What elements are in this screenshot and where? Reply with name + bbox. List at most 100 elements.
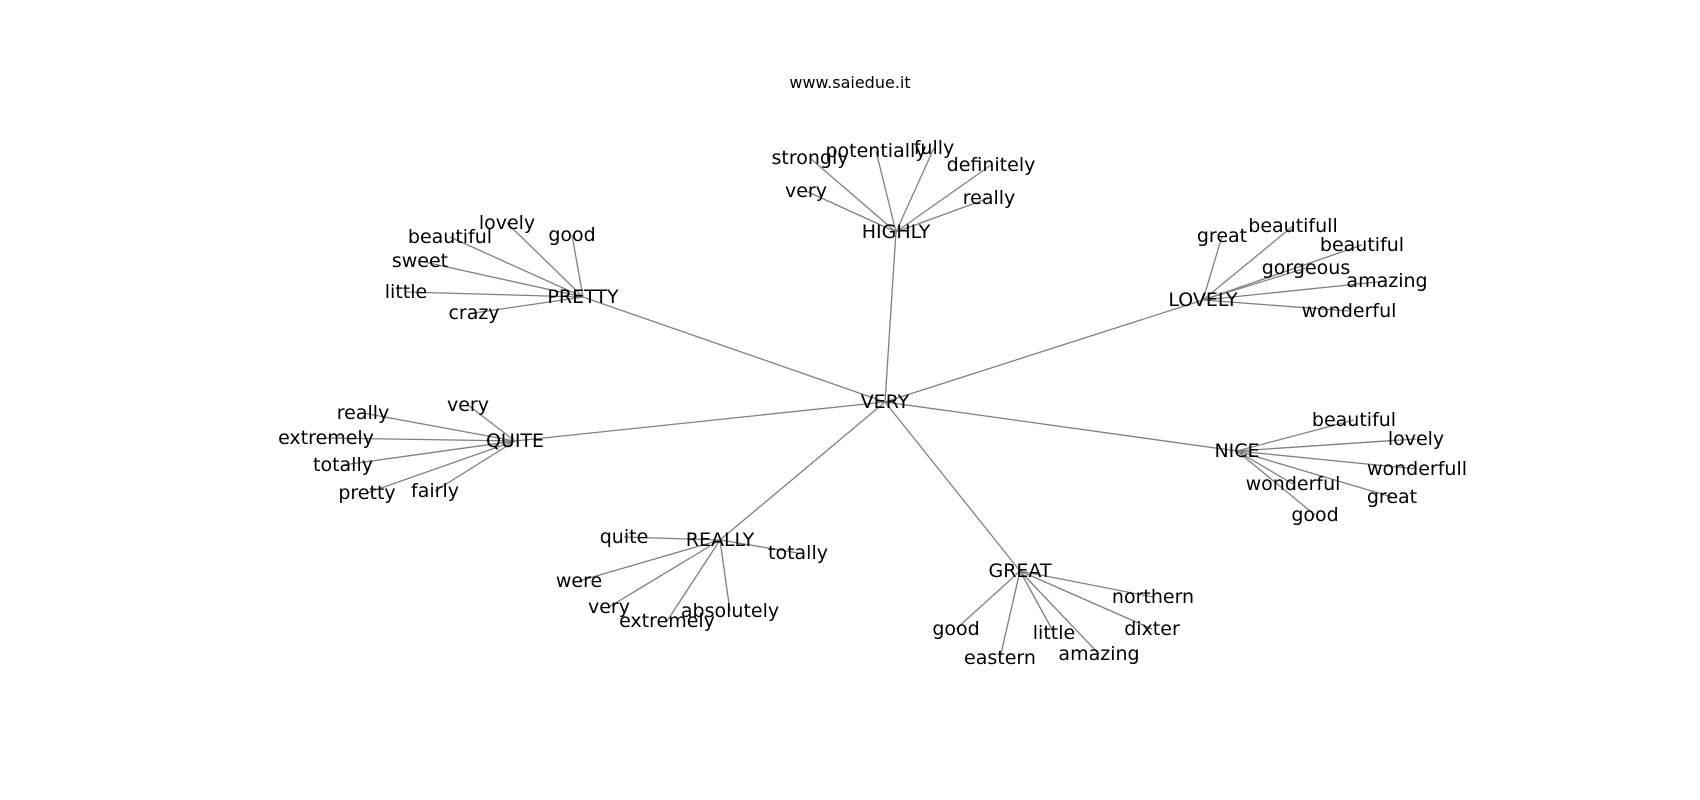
edge-quite-extremely [325, 437, 516, 442]
leaf-node-label: good [1291, 504, 1338, 526]
edge-very-pretty [582, 296, 886, 403]
leaf-node-label: sweet [392, 250, 448, 272]
leaf-node-label: really [337, 402, 390, 424]
edge-lovely-beautifull [1202, 225, 1294, 301]
leaf-node-label: quite [600, 526, 649, 548]
edge-great-good [955, 570, 1021, 630]
center-node-label: VERY [861, 391, 910, 413]
edge-pretty-sweet [419, 260, 584, 298]
edge-highly-really [895, 197, 990, 233]
edge-pretty-beautiful [449, 236, 584, 298]
edge-lovely-wonderful [1202, 299, 1350, 312]
hub-node-label-quite: QUITE [486, 430, 544, 452]
edge-nice-wonderfull [1236, 450, 1418, 470]
edge-quite-really [362, 412, 516, 442]
edge-pretty-lovely [506, 222, 584, 298]
leaf-node-label: dixter [1124, 618, 1180, 640]
edge-great-amazing [1019, 570, 1100, 655]
leaf-node-label: definitely [947, 154, 1036, 176]
edge-really-absolutely [719, 539, 731, 612]
edge-really-totally [719, 539, 799, 554]
leaf-node-label: little [385, 281, 427, 303]
leaf-node-label: great [1367, 486, 1417, 508]
leaf-node-label: absolutely [681, 600, 779, 622]
leaf-node-label: pretty [338, 482, 395, 504]
leaf-node-label: strongly [772, 147, 849, 169]
leaf-node-label: beautiful [1312, 409, 1396, 431]
leaf-node-label: great [1197, 225, 1247, 247]
edge-really-were [578, 539, 721, 582]
edge-pretty-good [571, 234, 584, 298]
hub-node-label-nice: NICE [1214, 440, 1259, 462]
edge-highly-fully [895, 147, 935, 233]
leaf-node-label: amazing [1346, 270, 1427, 292]
edge-lovely-beautiful [1202, 244, 1363, 301]
edge-very-nice [884, 401, 1238, 452]
leaf-node-label: beautifull [1248, 215, 1337, 237]
edge-pretty-little [405, 291, 584, 298]
edge-great-little [1019, 570, 1055, 634]
edge-nice-wonderful [1236, 450, 1294, 485]
leaf-node-label: gorgeous [1262, 257, 1350, 279]
leaf-node-label: extremely [619, 610, 715, 632]
leaf-node-label: very [785, 180, 827, 202]
edge-nice-great [1236, 450, 1393, 498]
leaf-node-label: good [548, 224, 595, 246]
leaf-node-label: little [1033, 622, 1075, 644]
hub-node-label-lovely: LOVELY [1168, 289, 1238, 311]
edge-very-really [719, 401, 886, 541]
edge-nice-lovely [1236, 438, 1417, 452]
edge-highly-potentially [875, 150, 897, 233]
edge-really-very [608, 539, 721, 608]
edge-quite-totally [342, 440, 516, 466]
leaf-node-label: very [588, 596, 630, 618]
edge-lovely-gorgeous [1202, 267, 1307, 301]
leaf-node-label: beautiful [1320, 234, 1404, 256]
leaf-node-label: really [963, 187, 1016, 209]
leaf-node-label: were [556, 570, 602, 592]
hub-node-label-pretty: PRETTY [547, 286, 619, 308]
edge-great-eastern [999, 570, 1021, 659]
edge-very-great [884, 401, 1021, 572]
leaf-node-label: beautiful [408, 226, 492, 248]
edge-very-highly [884, 231, 897, 403]
edge-quite-pretty [366, 440, 516, 494]
leaf-node-label: wonderful [1246, 473, 1341, 495]
leaf-node-label: crazy [448, 302, 499, 324]
edge-quite-fairly [434, 440, 516, 492]
leaf-node-label: totally [313, 454, 373, 476]
edge-great-dixter [1019, 570, 1153, 630]
edges-layer [325, 147, 1418, 659]
edge-highly-very [805, 190, 897, 233]
edge-lovely-amazing [1202, 280, 1388, 301]
edge-nice-good [1236, 450, 1316, 516]
site-title: www.saiedue.it [789, 73, 910, 92]
leaf-node-label: wonderfull [1367, 458, 1467, 480]
edge-very-lovely [884, 299, 1204, 403]
edge-great-northern [1019, 570, 1154, 598]
edge-nice-beautiful [1236, 419, 1355, 452]
hub-node-label-great: GREAT [988, 560, 1051, 582]
hub-node-label-really: REALLY [686, 529, 755, 551]
leaf-node-label: lovely [479, 212, 535, 234]
edge-really-quite [623, 536, 721, 541]
leaf-node-label: totally [768, 542, 828, 564]
edge-lovely-great [1202, 235, 1223, 301]
leaf-node-label: fully [914, 137, 955, 159]
edge-quite-very [467, 404, 516, 442]
leaf-node-label: very [447, 394, 489, 416]
leaf-node-label: amazing [1058, 643, 1139, 665]
leaf-node-label: northern [1112, 586, 1194, 608]
edge-pretty-crazy [473, 296, 584, 314]
hub-node-label-highly: HIGHLY [862, 221, 931, 243]
leaf-node-label: good [932, 618, 979, 640]
edge-highly-definitely [895, 164, 992, 233]
edge-highly-strongly [809, 157, 897, 233]
labels-layer: VERYHIGHLYstronglypotentiallyfullydefini… [278, 137, 1467, 669]
leaf-node-label: lovely [1388, 428, 1444, 450]
leaf-node-label: wonderful [1302, 300, 1397, 322]
leaf-node-label: fairly [411, 480, 459, 502]
leaf-node-label: eastern [964, 647, 1036, 669]
